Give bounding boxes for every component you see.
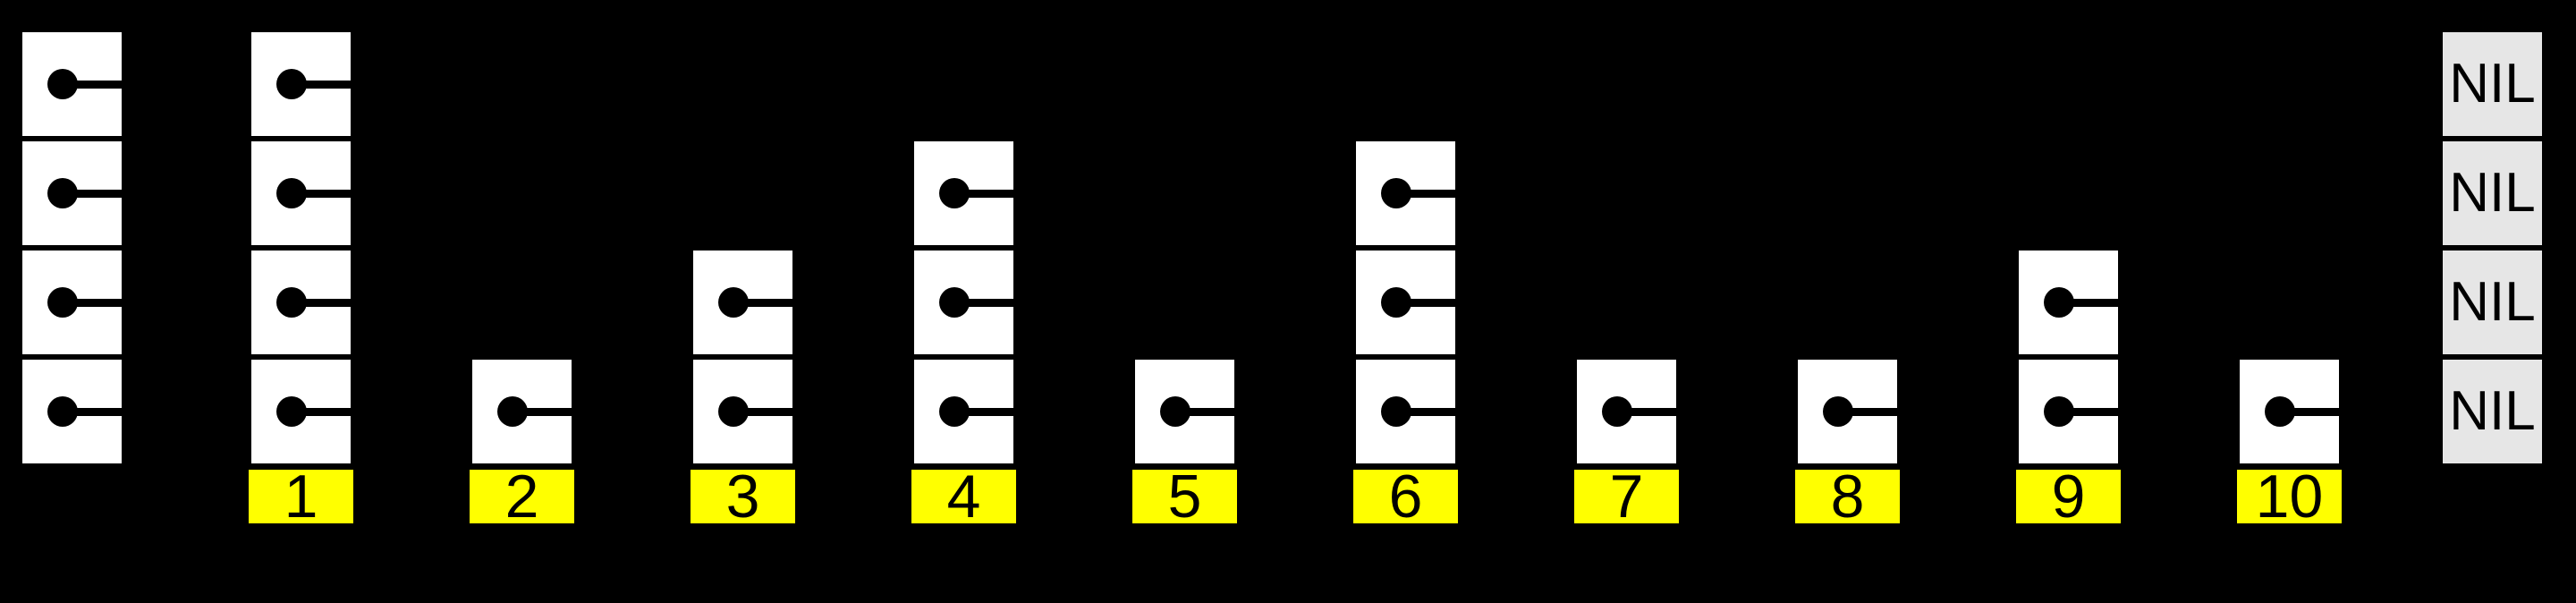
- node-key-1[interactable]: 1: [249, 466, 353, 527]
- node-1-incoming-arrow: [236, 293, 250, 312]
- node-4-forward-link: [954, 299, 1016, 307]
- head-forward-link: [63, 190, 124, 198]
- head-forward-link: [63, 81, 124, 89]
- node-2-incoming-arrow: [457, 402, 471, 421]
- nil-incoming-arrow: [2428, 74, 2442, 94]
- node-4-incoming-arrow: [899, 183, 913, 203]
- node-2-forward-link: [513, 408, 574, 416]
- nil-label: NIL: [2449, 271, 2536, 333]
- nil-cell-level-4: NIL: [2440, 30, 2545, 139]
- node-4-incoming-arrow: [899, 293, 913, 312]
- head-forward-link: [63, 299, 124, 307]
- node-3-forward-link: [733, 408, 795, 416]
- node-4-forward-link: [954, 408, 1016, 416]
- node-key-2[interactable]: 2: [470, 466, 574, 527]
- node-key-7[interactable]: 7: [1574, 466, 1679, 527]
- node-7-forward-link: [1617, 408, 1679, 416]
- nil-cell-level-1: NIL: [2440, 357, 2545, 466]
- node-6-forward-link: [1396, 299, 1458, 307]
- node-9-incoming-arrow: [2004, 293, 2018, 312]
- node-1-incoming-arrow: [236, 74, 250, 94]
- node-key-8[interactable]: 8: [1795, 466, 1900, 527]
- node-6-forward-link: [1396, 190, 1458, 198]
- nil-cell-level-3: NIL: [2440, 139, 2545, 248]
- node-8-incoming-arrow: [1783, 402, 1797, 421]
- node-5-incoming-arrow: [1120, 402, 1134, 421]
- node-8-forward-link: [1838, 408, 1900, 416]
- node-9-forward-link: [2059, 408, 2121, 416]
- node-key-4[interactable]: 4: [911, 466, 1016, 527]
- node-1-forward-link: [292, 408, 353, 416]
- node-6-incoming-arrow: [1341, 402, 1355, 421]
- node-key-10[interactable]: 10: [2237, 466, 2342, 527]
- node-9-forward-link: [2059, 299, 2121, 307]
- node-3-incoming-arrow: [678, 402, 692, 421]
- node-1-forward-link: [292, 190, 353, 198]
- head-forward-link: [63, 408, 124, 416]
- node-10-forward-link: [2280, 408, 2342, 416]
- node-1-incoming-arrow: [236, 183, 250, 203]
- node-7-incoming-arrow: [1562, 402, 1576, 421]
- node-1-forward-link: [292, 81, 353, 89]
- node-5-forward-link: [1175, 408, 1237, 416]
- nil-label: NIL: [2449, 53, 2536, 115]
- nil-label: NIL: [2449, 162, 2536, 224]
- node-key-9[interactable]: 9: [2016, 466, 2121, 527]
- node-3-forward-link: [733, 299, 795, 307]
- node-9-incoming-arrow: [2004, 402, 2018, 421]
- nil-label: NIL: [2449, 380, 2536, 442]
- node-3-incoming-arrow: [678, 293, 692, 312]
- node-4-forward-link: [954, 190, 1016, 198]
- node-1-forward-link: [292, 299, 353, 307]
- node-6-incoming-arrow: [1341, 183, 1355, 203]
- node-1-incoming-arrow: [236, 402, 250, 421]
- node-key-5[interactable]: 5: [1132, 466, 1237, 527]
- node-6-incoming-arrow: [1341, 293, 1355, 312]
- node-10-incoming-arrow: [2224, 402, 2239, 421]
- node-4-incoming-arrow: [899, 402, 913, 421]
- node-key-3[interactable]: 3: [691, 466, 795, 527]
- node-key-6[interactable]: 6: [1353, 466, 1458, 527]
- nil-cell-level-2: NIL: [2440, 248, 2545, 357]
- node-6-forward-link: [1396, 408, 1458, 416]
